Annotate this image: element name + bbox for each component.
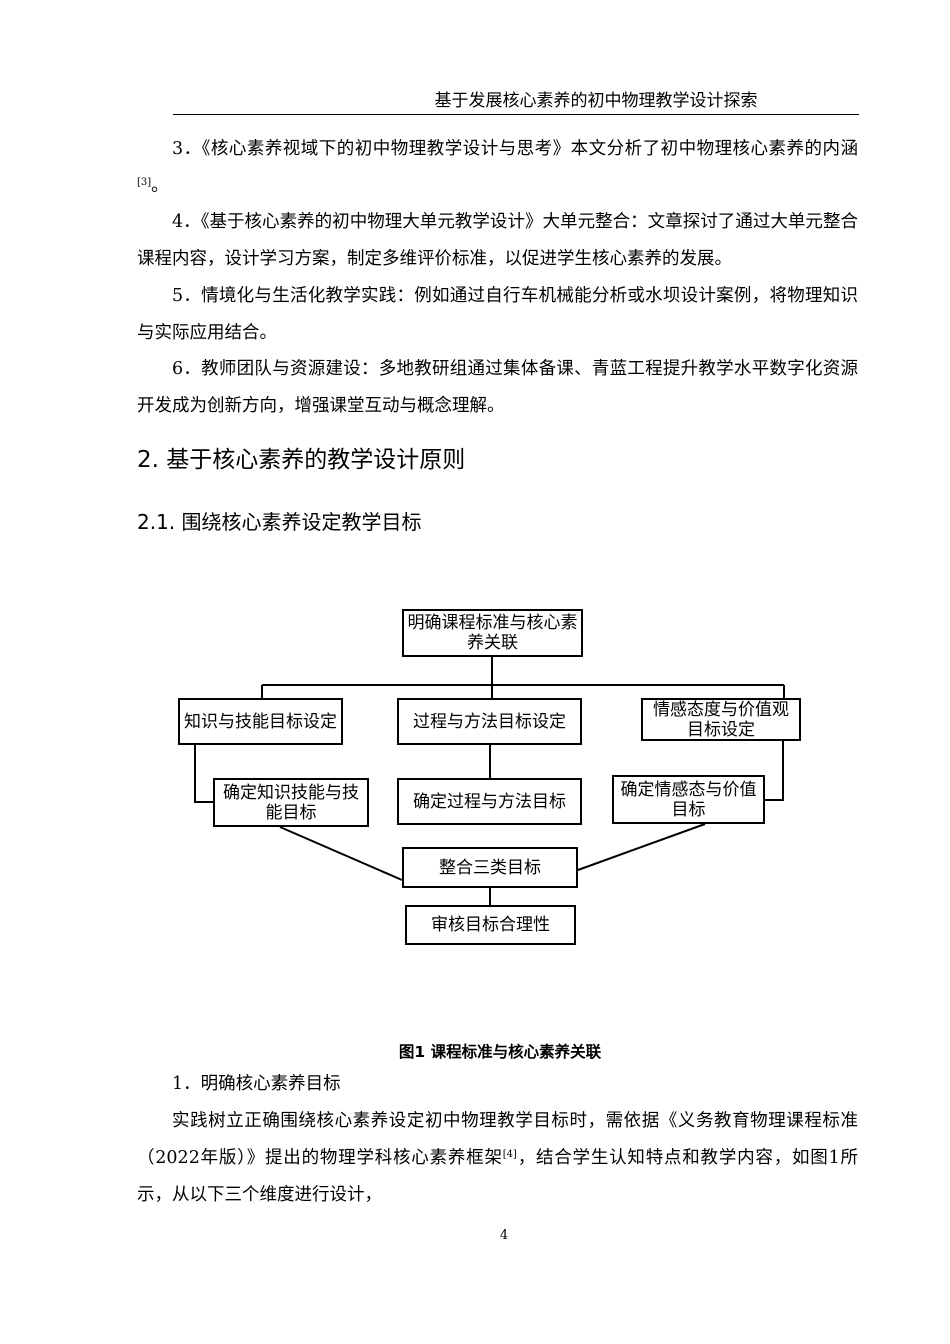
connector-right xyxy=(764,740,784,801)
list-item-1: 1．明确核心素养目标 xyxy=(172,1074,341,1094)
section-heading: 2. 基于核心素养的教学设计原则 xyxy=(137,447,466,473)
paragraph-text: 3．《核心素养视域下的初中物理教学设计与思考》本文分析了初中物理核心素养的内涵 xyxy=(172,139,858,159)
body-paragraph: 实践树立正确围绕核心素养设定初中物理教学目标时，需依据《义务教育物理课程标准（2… xyxy=(137,1103,858,1213)
citation: [4] xyxy=(502,1148,517,1160)
box-process-goal: 确定过程与方法目标 xyxy=(397,778,582,825)
paragraph-text: 实践树立正确围绕核心素养设定初中物理教学目标时，需依据《义务教育物理课程标准（2… xyxy=(137,1111,858,1168)
running-header: 基于发展核心素养的初中物理教学设计探索 xyxy=(173,88,859,115)
box-emotion: 情感态度与价值观目标设定 xyxy=(641,698,801,741)
box-emotion-goal: 确定情感态与价值目标 xyxy=(612,775,765,824)
citation: [3] xyxy=(137,176,152,188)
box-top: 明确课程标准与核心素养关联 xyxy=(402,609,583,657)
connector-left-diagonal xyxy=(279,826,403,881)
page-number: 4 xyxy=(499,1228,509,1243)
connector-left xyxy=(194,745,213,803)
diagram-connectors xyxy=(194,657,785,905)
box-review: 审核目标合理性 xyxy=(405,905,576,945)
figure-caption: 图1 课程标准与核心素养关联 xyxy=(398,1043,602,1061)
paragraph-3: 3．《核心素养视域下的初中物理教学设计与思考》本文分析了初中物理核心素养的内涵 [… xyxy=(137,131,858,205)
paragraph-text-end: ，结合学生认知特点和教学内容，如图1所示，从以下三个维度进行设计， xyxy=(137,1147,858,1205)
paragraph-4: 4．《基于核心素养的初中物理大单元教学设计》大单元整合：文章探讨了通过大单元整合… xyxy=(137,212,858,269)
paragraph-6: 6．教师团队与资源建设：多地教研组通过集体备课、青蓝工程提升教学水平数字化资源开… xyxy=(137,359,858,416)
box-knowledge-goal: 确定知识技能与技能目标 xyxy=(213,778,369,827)
connector-top xyxy=(261,657,785,698)
box-knowledge: 知识与技能目标设定 xyxy=(178,698,343,745)
connector-right-diagonal xyxy=(577,823,706,871)
header-title: 基于发展核心素养的初中物理教学设计探索 xyxy=(434,91,758,111)
paragraph-5: 5．情境化与生活化教学实践：例如通过自行车机械能分析或水坝设计案例，将物理知识与… xyxy=(137,286,858,343)
box-integrate: 整合三类目标 xyxy=(402,847,578,888)
box-process: 过程与方法目标设定 xyxy=(397,698,582,745)
punct: 。 xyxy=(151,175,169,196)
subsection-heading: 2.1. 围绕核心素养设定教学目标 xyxy=(137,510,422,534)
